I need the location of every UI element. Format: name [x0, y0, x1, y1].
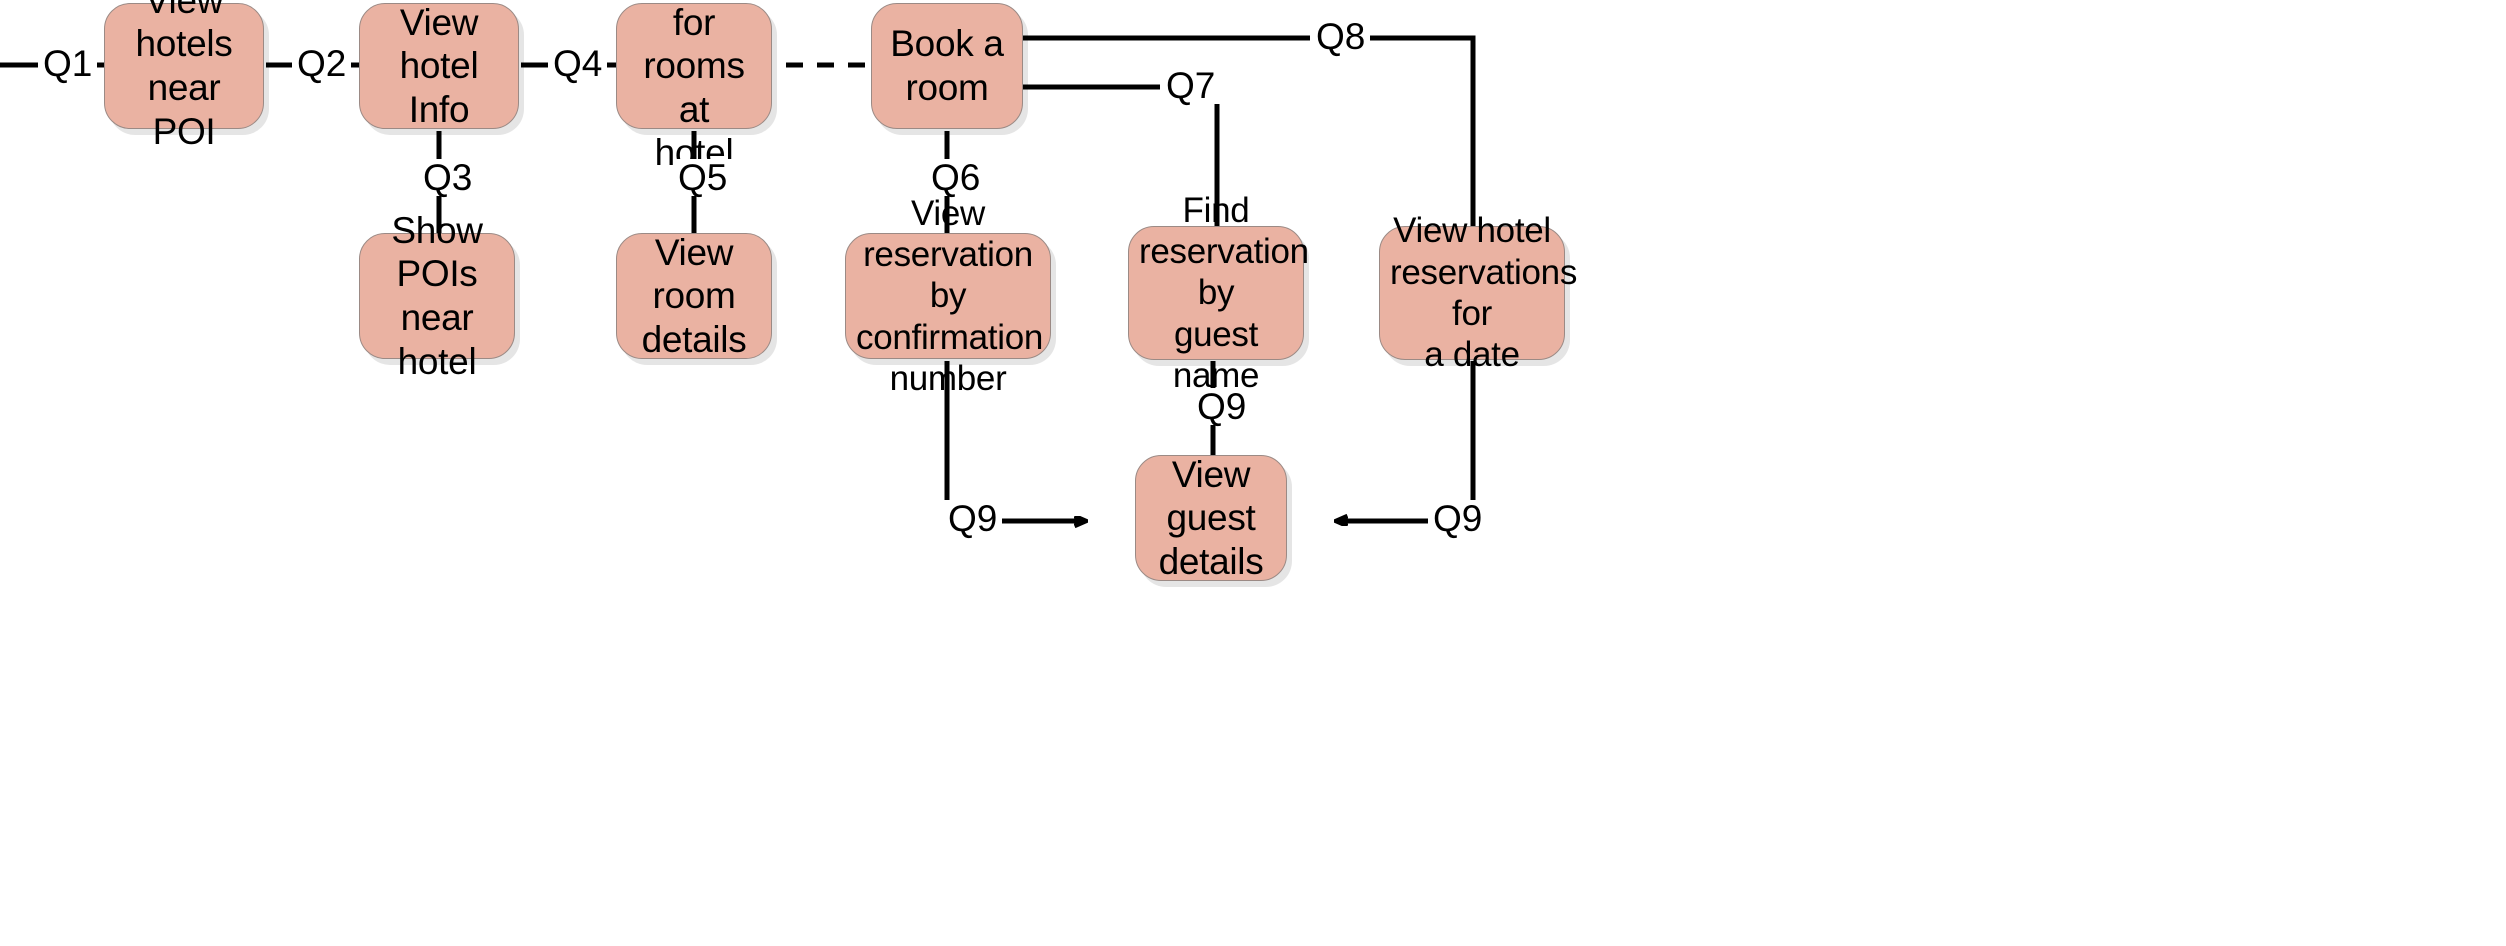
- node-view-hotel-info[interactable]: View hotel Info: [359, 1, 519, 130]
- edge-label-q2: Q2: [292, 45, 352, 82]
- node-book-a-room[interactable]: Book a room: [871, 3, 1023, 129]
- edge-label-q3: Q3: [418, 159, 478, 196]
- node-label: Book a room: [890, 23, 1004, 108]
- node-view-hotels-near-poi[interactable]: View hotels near POI: [104, 0, 264, 152]
- node-find-reservation-by-guest-name[interactable]: Find reservation by guest name: [1128, 191, 1309, 395]
- node-view-hotel-reservations-for-a-date[interactable]: View hotel reservations for a date: [1379, 211, 1577, 374]
- edge-label-q9c: Q9: [1428, 500, 1488, 537]
- node-label: Find reservation by guest name: [1139, 190, 1309, 395]
- node-label: View hotel Info: [399, 1, 479, 130]
- edge-label-q9b: Q9: [1192, 388, 1252, 425]
- node-label: View hotel reservations for a date: [1390, 211, 1578, 375]
- edge-label-q7: Q7: [1161, 67, 1221, 104]
- edge-label-q5: Q5: [673, 159, 733, 196]
- node-view-room-details[interactable]: View room details: [616, 231, 772, 360]
- node-show-pois-near-hotel[interactable]: Show POIs near hotel: [359, 210, 515, 382]
- node-label: Shop for rooms at hotel: [643, 1, 745, 174]
- node-label: View reservation by confirmation number: [856, 193, 1044, 398]
- node-view-reservation-by-confirmation-number[interactable]: View reservation by confirmation number: [845, 194, 1051, 398]
- edge-label-q1: Q1: [38, 45, 98, 82]
- edge-label-q4: Q4: [548, 45, 608, 82]
- node-label: View hotels near POI: [135, 0, 233, 152]
- node-label: View room details: [641, 231, 747, 360]
- node-label: Show POIs near hotel: [391, 209, 483, 382]
- edge-label-q6: Q6: [926, 159, 986, 196]
- node-shop-for-rooms-at-hotel[interactable]: Shop for rooms at hotel: [616, 2, 772, 173]
- edge-q9c: [1337, 361, 1476, 521]
- node-view-guest-details[interactable]: View guest details: [1135, 453, 1287, 582]
- edge-label-q8: Q8: [1311, 18, 1371, 55]
- edge-label-q9a: Q9: [943, 500, 1003, 537]
- node-label: View guest details: [1158, 453, 1264, 582]
